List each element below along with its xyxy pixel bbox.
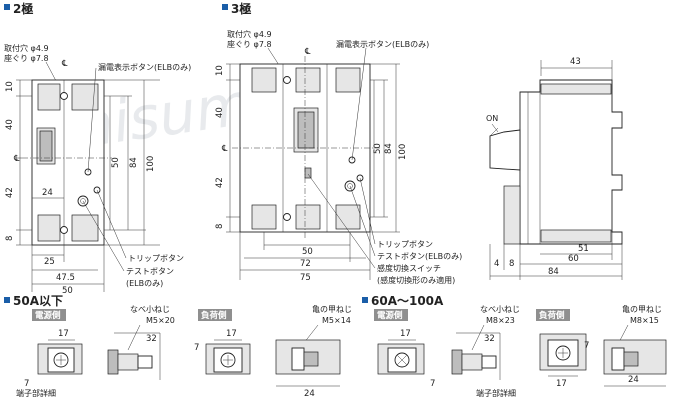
terminal-50a-load-screw-dim: 24 — [304, 389, 315, 399]
two-pole-dim-42: 42 — [5, 187, 15, 198]
three-pole-callout-test: テストボタン(ELBのみ) — [377, 252, 462, 261]
two-pole-dim-84: 84 — [129, 157, 139, 168]
terminal-100a-load-offset: 7 — [584, 341, 589, 351]
side-dim-84: 84 — [548, 267, 559, 277]
terminal-100a-power-screw-dim: 32 — [484, 334, 495, 344]
terminal-50a-power-screw-dim: 32 — [146, 334, 157, 344]
terminal-100a-footer: 端子部詳細 — [476, 388, 516, 398]
side-handle — [489, 129, 521, 171]
terminal-50a-load-badge — [198, 309, 232, 321]
terminal-100a-load-screw-label: 亀の甲ねじ — [622, 304, 662, 314]
three-pole-dim-40: 40 — [215, 107, 225, 118]
side-view: 43 ON 4 8 51 60 84 — [486, 57, 623, 280]
three-pole-dim-100: 100 — [398, 144, 408, 160]
two-pole-callout-indicator: 漏電表示ボタン(ELBのみ) — [98, 62, 191, 72]
two-pole-callout-test-note: (ELBのみ) — [126, 279, 163, 288]
terminal-100a-power-offset: 7 — [430, 379, 435, 389]
terminal-50a-marker-icon — [4, 297, 10, 303]
terminal-100a-title: 60A～100A — [371, 294, 444, 308]
three-pole-dim-50: 50 — [373, 143, 383, 154]
three-pole-mount-hole-icon — [283, 76, 291, 84]
three-pole-mount-hole: 取付穴 φ4.9 — [227, 29, 272, 39]
terminal-100a-load-badge — [536, 309, 570, 321]
side-body — [519, 79, 623, 245]
two-pole-dim-40: 40 — [5, 119, 15, 130]
svg-text:電源側: 電源側 — [35, 310, 61, 321]
three-pole-dim-10: 10 — [215, 65, 225, 76]
terminal-50a-title: 50A以下 — [13, 294, 63, 308]
side-on-label: ON — [486, 114, 498, 123]
terminal-50a-power-badge — [32, 309, 66, 321]
terminal-100a-power-screw-label: なべ小ねじ — [480, 305, 520, 314]
two-pole-counterbore: 座ぐり φ7.8 — [4, 53, 49, 63]
side-dim-51: 51 — [578, 244, 589, 254]
terminal-50a-power-screw-label: なべ小ねじ — [130, 305, 170, 314]
two-pole-mount-hole: 取付穴 φ4.9 — [4, 43, 49, 53]
three-pole-dim-84: 84 — [384, 143, 394, 154]
two-pole-callout-test: テストボタン — [126, 267, 174, 276]
terminal-50a-load-dim: 17 — [226, 329, 237, 339]
svg-text:負荷側: 負荷側 — [201, 310, 227, 321]
terminal-detail-50a: 50A以下 電源側 17 7 なべ小ねじ M5×20 32 負荷側 17 — [4, 294, 352, 399]
two-pole-dim-8: 8 — [5, 236, 15, 241]
terminal-detail-100a: 60A～100A 電源側 17 7 なべ小ねじ M8×23 32 負荷側 17 — [362, 294, 667, 398]
two-pole-title: 2極 — [13, 1, 33, 16]
two-pole-marker-icon — [4, 4, 10, 10]
two-pole-dim-25: 25 — [44, 257, 55, 267]
terminal-100a-load-dim: 17 — [556, 379, 567, 389]
svg-text:負荷側: 負荷側 — [539, 310, 565, 321]
terminal-100a-marker-icon — [362, 297, 368, 303]
two-pole-dim-100: 100 — [146, 156, 156, 172]
three-pole-dim-50-width: 50 — [302, 247, 313, 257]
two-pole-dim-24: 24 — [42, 188, 53, 198]
two-pole-center-mark: ℄ — [61, 59, 68, 69]
terminal-50a-load-screw-label: 亀の甲ねじ — [312, 304, 352, 314]
terminal-50a-power-screw-size: M5×20 — [146, 316, 175, 325]
three-pole-marker-icon — [222, 4, 228, 10]
terminal-100a-load-screw-dim: 24 — [628, 375, 639, 385]
side-dim-60: 60 — [568, 254, 579, 264]
three-pole-center-mark-left: ℄ — [221, 144, 228, 154]
three-pole-center-mark: ℄ — [304, 47, 311, 57]
terminal-50a-power-dim: 17 — [58, 329, 69, 339]
two-pole-callout-trip: トリップボタン — [128, 254, 184, 263]
three-pole-dim-8: 8 — [215, 224, 225, 229]
three-pole-dim-42: 42 — [215, 177, 225, 188]
two-pole-dim-50-width: 50 — [62, 286, 73, 296]
terminal-50a-load-offset: 7 — [194, 343, 199, 353]
three-pole-view: 3極 取付穴 φ4.9 座ぐり φ7.8 ℄ ℄ — [215, 1, 462, 285]
svg-text:電源側: 電源側 — [377, 310, 403, 321]
terminal-100a-power-screw-size: M8×23 — [486, 316, 515, 325]
two-pole-dim-50: 50 — [111, 157, 121, 168]
three-pole-callout-switch: 感度切換スイッチ — [377, 263, 441, 273]
terminal-50a-power-offset: 7 — [24, 379, 29, 389]
three-pole-callout-trip: トリップボタン — [377, 240, 433, 249]
three-pole-callout-indicator: 漏電表示ボタン(ELBのみ) — [336, 39, 429, 49]
three-pole-title: 3極 — [231, 1, 251, 16]
two-pole-mount-hole-icon — [60, 92, 68, 100]
two-pole-dim-10: 10 — [5, 81, 15, 92]
side-dim-43: 43 — [570, 57, 581, 67]
three-pole-dim-72: 72 — [300, 259, 311, 269]
two-pole-center-mark-left: ℄ — [13, 154, 20, 164]
terminal-50a-footer: 端子部詳細 — [16, 388, 56, 398]
three-pole-sensitivity-switch-icon — [304, 167, 312, 179]
terminal-100a-load-screw-size: M8×15 — [630, 316, 659, 325]
two-pole-dim-47-5: 47.5 — [56, 273, 75, 283]
two-pole-view: 2極 取付穴 φ4.9 座ぐり φ7.8 ℄ ℄ 10 — [4, 1, 191, 296]
three-pole-counterbore: 座ぐり φ7.8 — [227, 39, 272, 49]
side-dim-4: 4 — [494, 259, 499, 269]
terminal-100a-power-badge — [374, 309, 408, 321]
side-dim-8: 8 — [509, 259, 514, 269]
terminal-50a-load-screw-size: M5×14 — [322, 316, 351, 325]
three-pole-callout-switch-note: (感度切換形のみ適用) — [377, 275, 455, 285]
terminal-100a-power-dim: 17 — [400, 329, 411, 339]
three-pole-dim-75: 75 — [300, 273, 311, 283]
